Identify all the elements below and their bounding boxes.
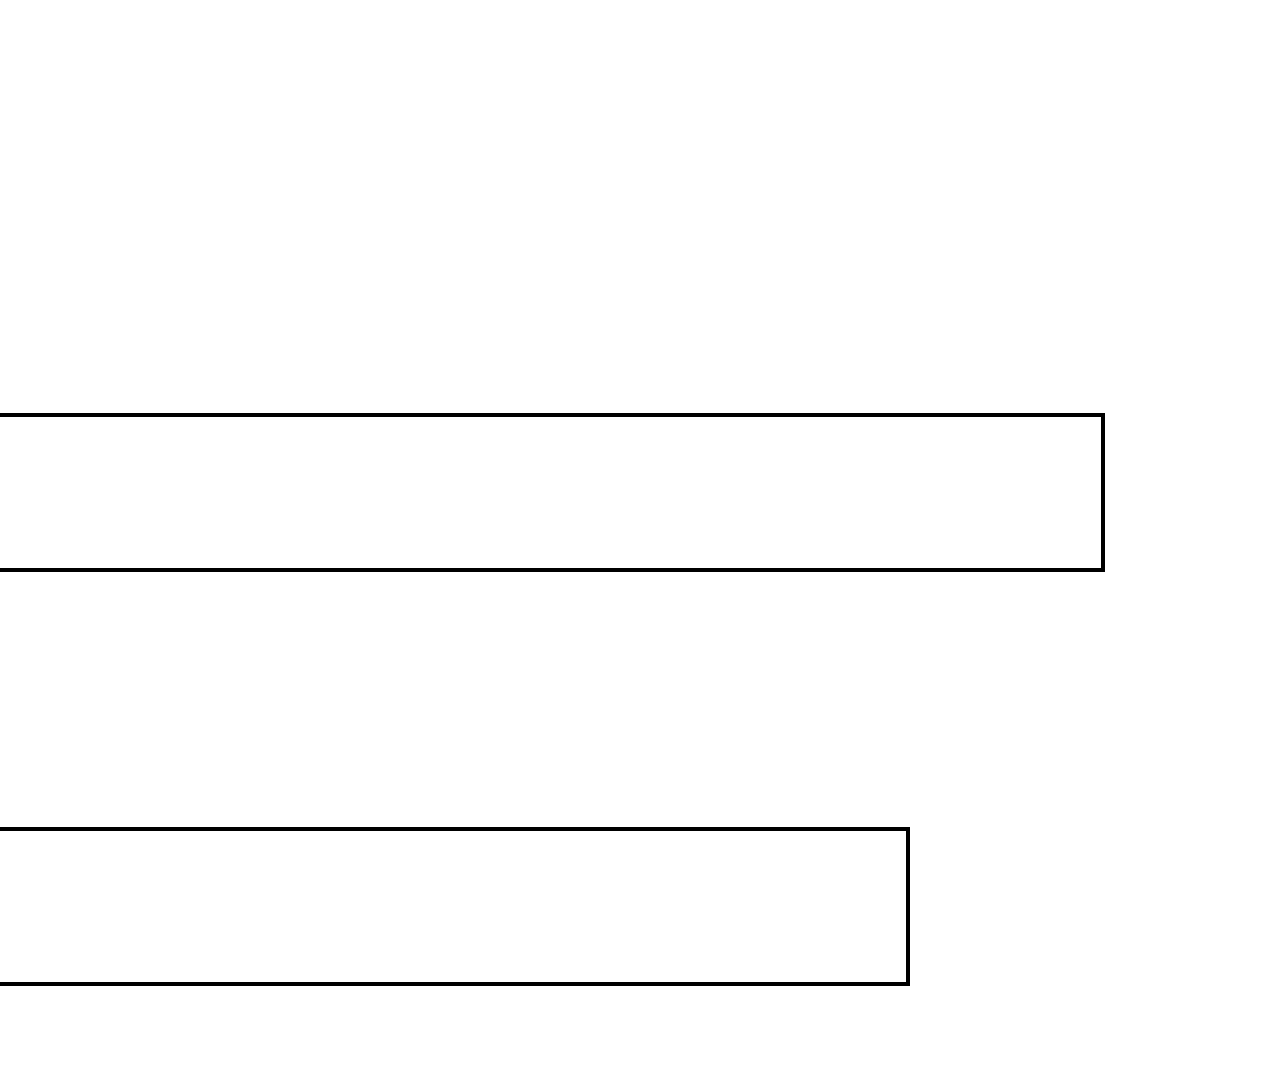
bar-2 (0, 827, 910, 986)
bar-1 (0, 413, 1105, 572)
bars-layer (0, 413, 1105, 986)
